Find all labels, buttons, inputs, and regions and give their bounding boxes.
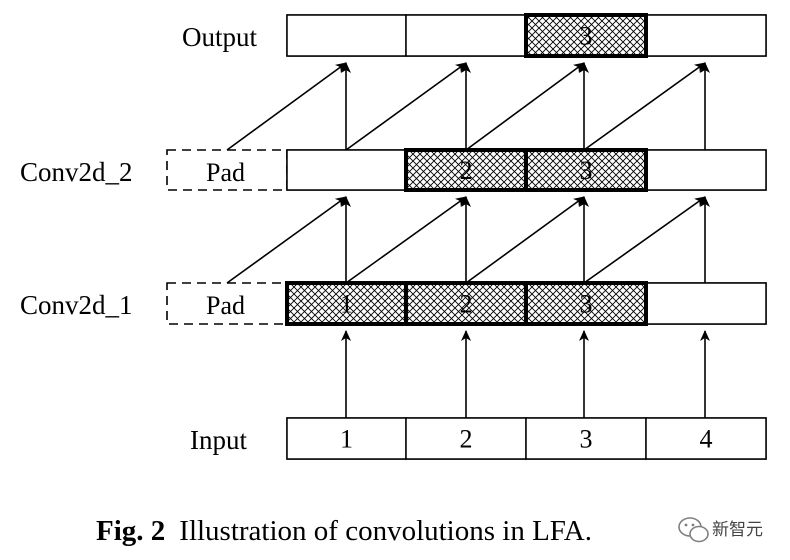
input-cells: 1 2 3 4 xyxy=(286,417,767,460)
input-cell-4 xyxy=(645,417,767,460)
arrow-conv1-to-conv2-diagonal-3 xyxy=(465,196,585,284)
conv2-cell-1 xyxy=(286,149,407,191)
conv2-cell-3-label: 3 xyxy=(580,156,593,185)
conv2-cell-4 xyxy=(645,149,767,191)
arrow-conv1-to-conv2-diagonal-1 xyxy=(226,196,347,284)
arrow-conv2-to-output-diagonal-4 xyxy=(583,62,706,151)
figure-caption: Fig. 2 Illustration of convolutions in LF… xyxy=(96,515,592,547)
output-cell-3-highlighted xyxy=(524,13,648,58)
connection-arrows xyxy=(226,62,710,418)
arrow-conv2-to-output-diagonal-2 xyxy=(345,62,467,151)
input-row: Input 1 2 3 4 xyxy=(190,417,767,460)
conv1-cell-1-label: 1 xyxy=(340,290,353,319)
conv1-row: Conv2d_1 Pad 1 2 3 xyxy=(20,281,767,326)
conv1-row-label: Conv2d_1 xyxy=(20,290,133,320)
input-cell-1-label: 1 xyxy=(340,425,353,454)
conv1-cell-3-label: 3 xyxy=(580,290,593,319)
input-row-label: Input xyxy=(190,425,247,455)
output-cell-1 xyxy=(286,14,407,57)
wechat-icon xyxy=(678,517,709,543)
figure-caption-text: Illustration of convolutions in LFA. xyxy=(179,515,592,547)
arrow-conv2-to-output-diagonal-3 xyxy=(465,62,585,151)
conv2-cell-2-label: 2 xyxy=(460,156,473,185)
conv1-cell-2-highlighted xyxy=(404,281,528,326)
watermark-text: 新智元 xyxy=(712,520,763,540)
input-cell-3-label: 3 xyxy=(580,425,593,454)
input-cell-1 xyxy=(286,417,407,460)
output-row: Output 3 xyxy=(182,13,767,58)
input-cell-2 xyxy=(405,417,527,460)
conv1-cell-2-label: 2 xyxy=(460,290,473,319)
conv1-cell-4 xyxy=(645,282,767,325)
arrow-conv1-to-conv2-diagonal-4 xyxy=(583,196,706,284)
output-row-label: Output xyxy=(182,22,258,52)
input-cell-3 xyxy=(525,417,647,460)
conv1-cells: 1 2 3 xyxy=(285,281,767,326)
output-cells: 3 xyxy=(286,13,767,58)
output-cell-2 xyxy=(405,14,527,57)
output-cell-3-label: 3 xyxy=(580,22,593,51)
arrow-conv1-to-conv2-diagonal-2 xyxy=(345,196,467,284)
conv1-cell-3-highlighted xyxy=(524,281,648,326)
watermark: 新智元 xyxy=(678,517,763,543)
input-cell-2-label: 2 xyxy=(460,425,473,454)
conv1-pad-label: Pad xyxy=(206,291,245,320)
conv2-pad-label: Pad xyxy=(206,158,245,187)
conv2-cell-3-highlighted xyxy=(524,148,648,192)
conv2-row-label: Conv2d_2 xyxy=(20,157,133,187)
output-cell-4 xyxy=(645,14,767,57)
input-cell-4-label: 4 xyxy=(700,425,713,454)
figure-caption-prefix: Fig. 2 xyxy=(96,515,165,547)
arrow-conv2-to-output-diagonal-1 xyxy=(226,62,347,151)
